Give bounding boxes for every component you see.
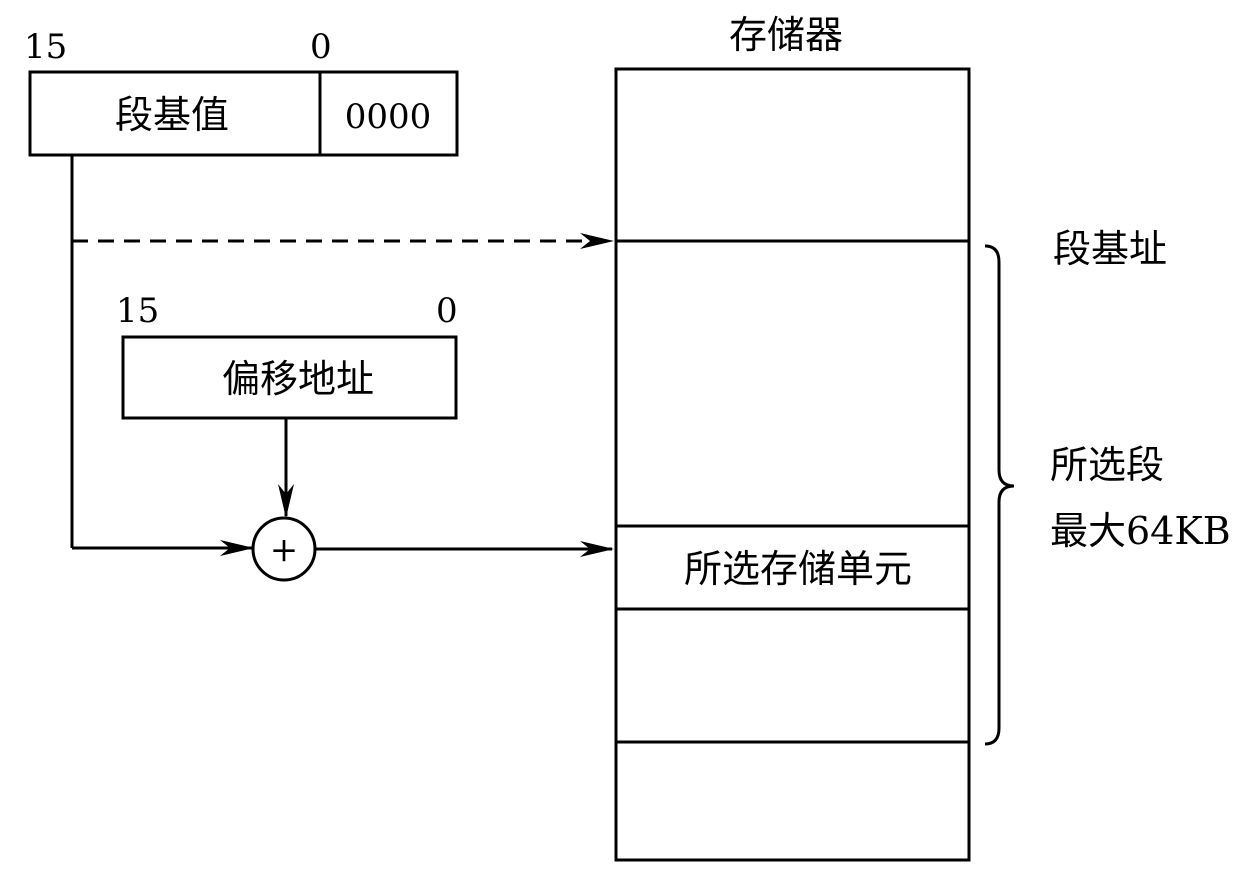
segment-register-bit-high: 15 — [24, 27, 67, 67]
offset-register-bit-low: 0 — [436, 291, 458, 331]
segment-register-suffix: 0000 — [345, 97, 432, 137]
memory-box — [614, 67, 971, 862]
segment-base-address-label: 段基址 — [1053, 227, 1167, 271]
memory-title: 存储器 — [729, 13, 843, 57]
segment-register-box — [28, 70, 459, 157]
segment-brace — [984, 244, 1015, 746]
offset-register-bit-high: 15 — [116, 291, 159, 331]
memory-selected-cell-label: 所选存储单元 — [684, 547, 912, 591]
segment-register-bit-low: 0 — [310, 27, 332, 67]
selected-segment-label: 所选段 — [1050, 443, 1164, 487]
offset-register-box — [121, 335, 458, 420]
segment-register-label: 段基值 — [115, 93, 229, 137]
adder-symbol: + — [270, 530, 299, 570]
segment-max-size-label: 最大64KB — [1050, 509, 1231, 553]
offset-register-label: 偏移地址 — [222, 357, 374, 401]
